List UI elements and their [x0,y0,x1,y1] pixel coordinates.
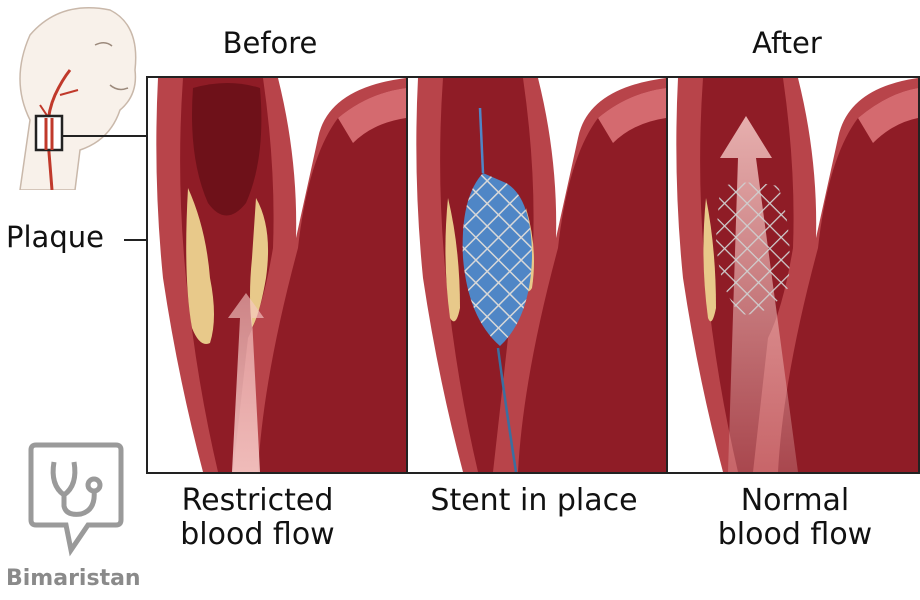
restricted-flow-arrow [228,293,264,472]
stent-mesh [462,173,532,346]
panel-after [666,76,920,474]
brand-name: Bimaristan [6,566,141,591]
caption-normal-line2: blood flow [717,517,873,552]
catheter-wire [496,347,518,472]
caption-restricted-line1: Restricted [181,483,334,518]
caption-normal-line1: Normal [740,483,850,518]
caption-restricted: Restricted blood flow [150,484,365,552]
panel-before [146,76,408,474]
panel-stent [406,76,668,474]
expanded-stent [716,182,790,315]
head-neck-illustration [19,7,150,190]
caption-restricted-line2: blood flow [180,517,335,552]
caption-stent: Stent in place [430,483,638,518]
before-header: Before [222,26,318,60]
after-header: After [752,26,822,60]
caption-normal: Normal blood flow [690,484,900,552]
stethoscope-logo-icon [28,442,124,557]
plaque-deposit [186,188,214,344]
plaque-label: Plaque [6,220,104,254]
